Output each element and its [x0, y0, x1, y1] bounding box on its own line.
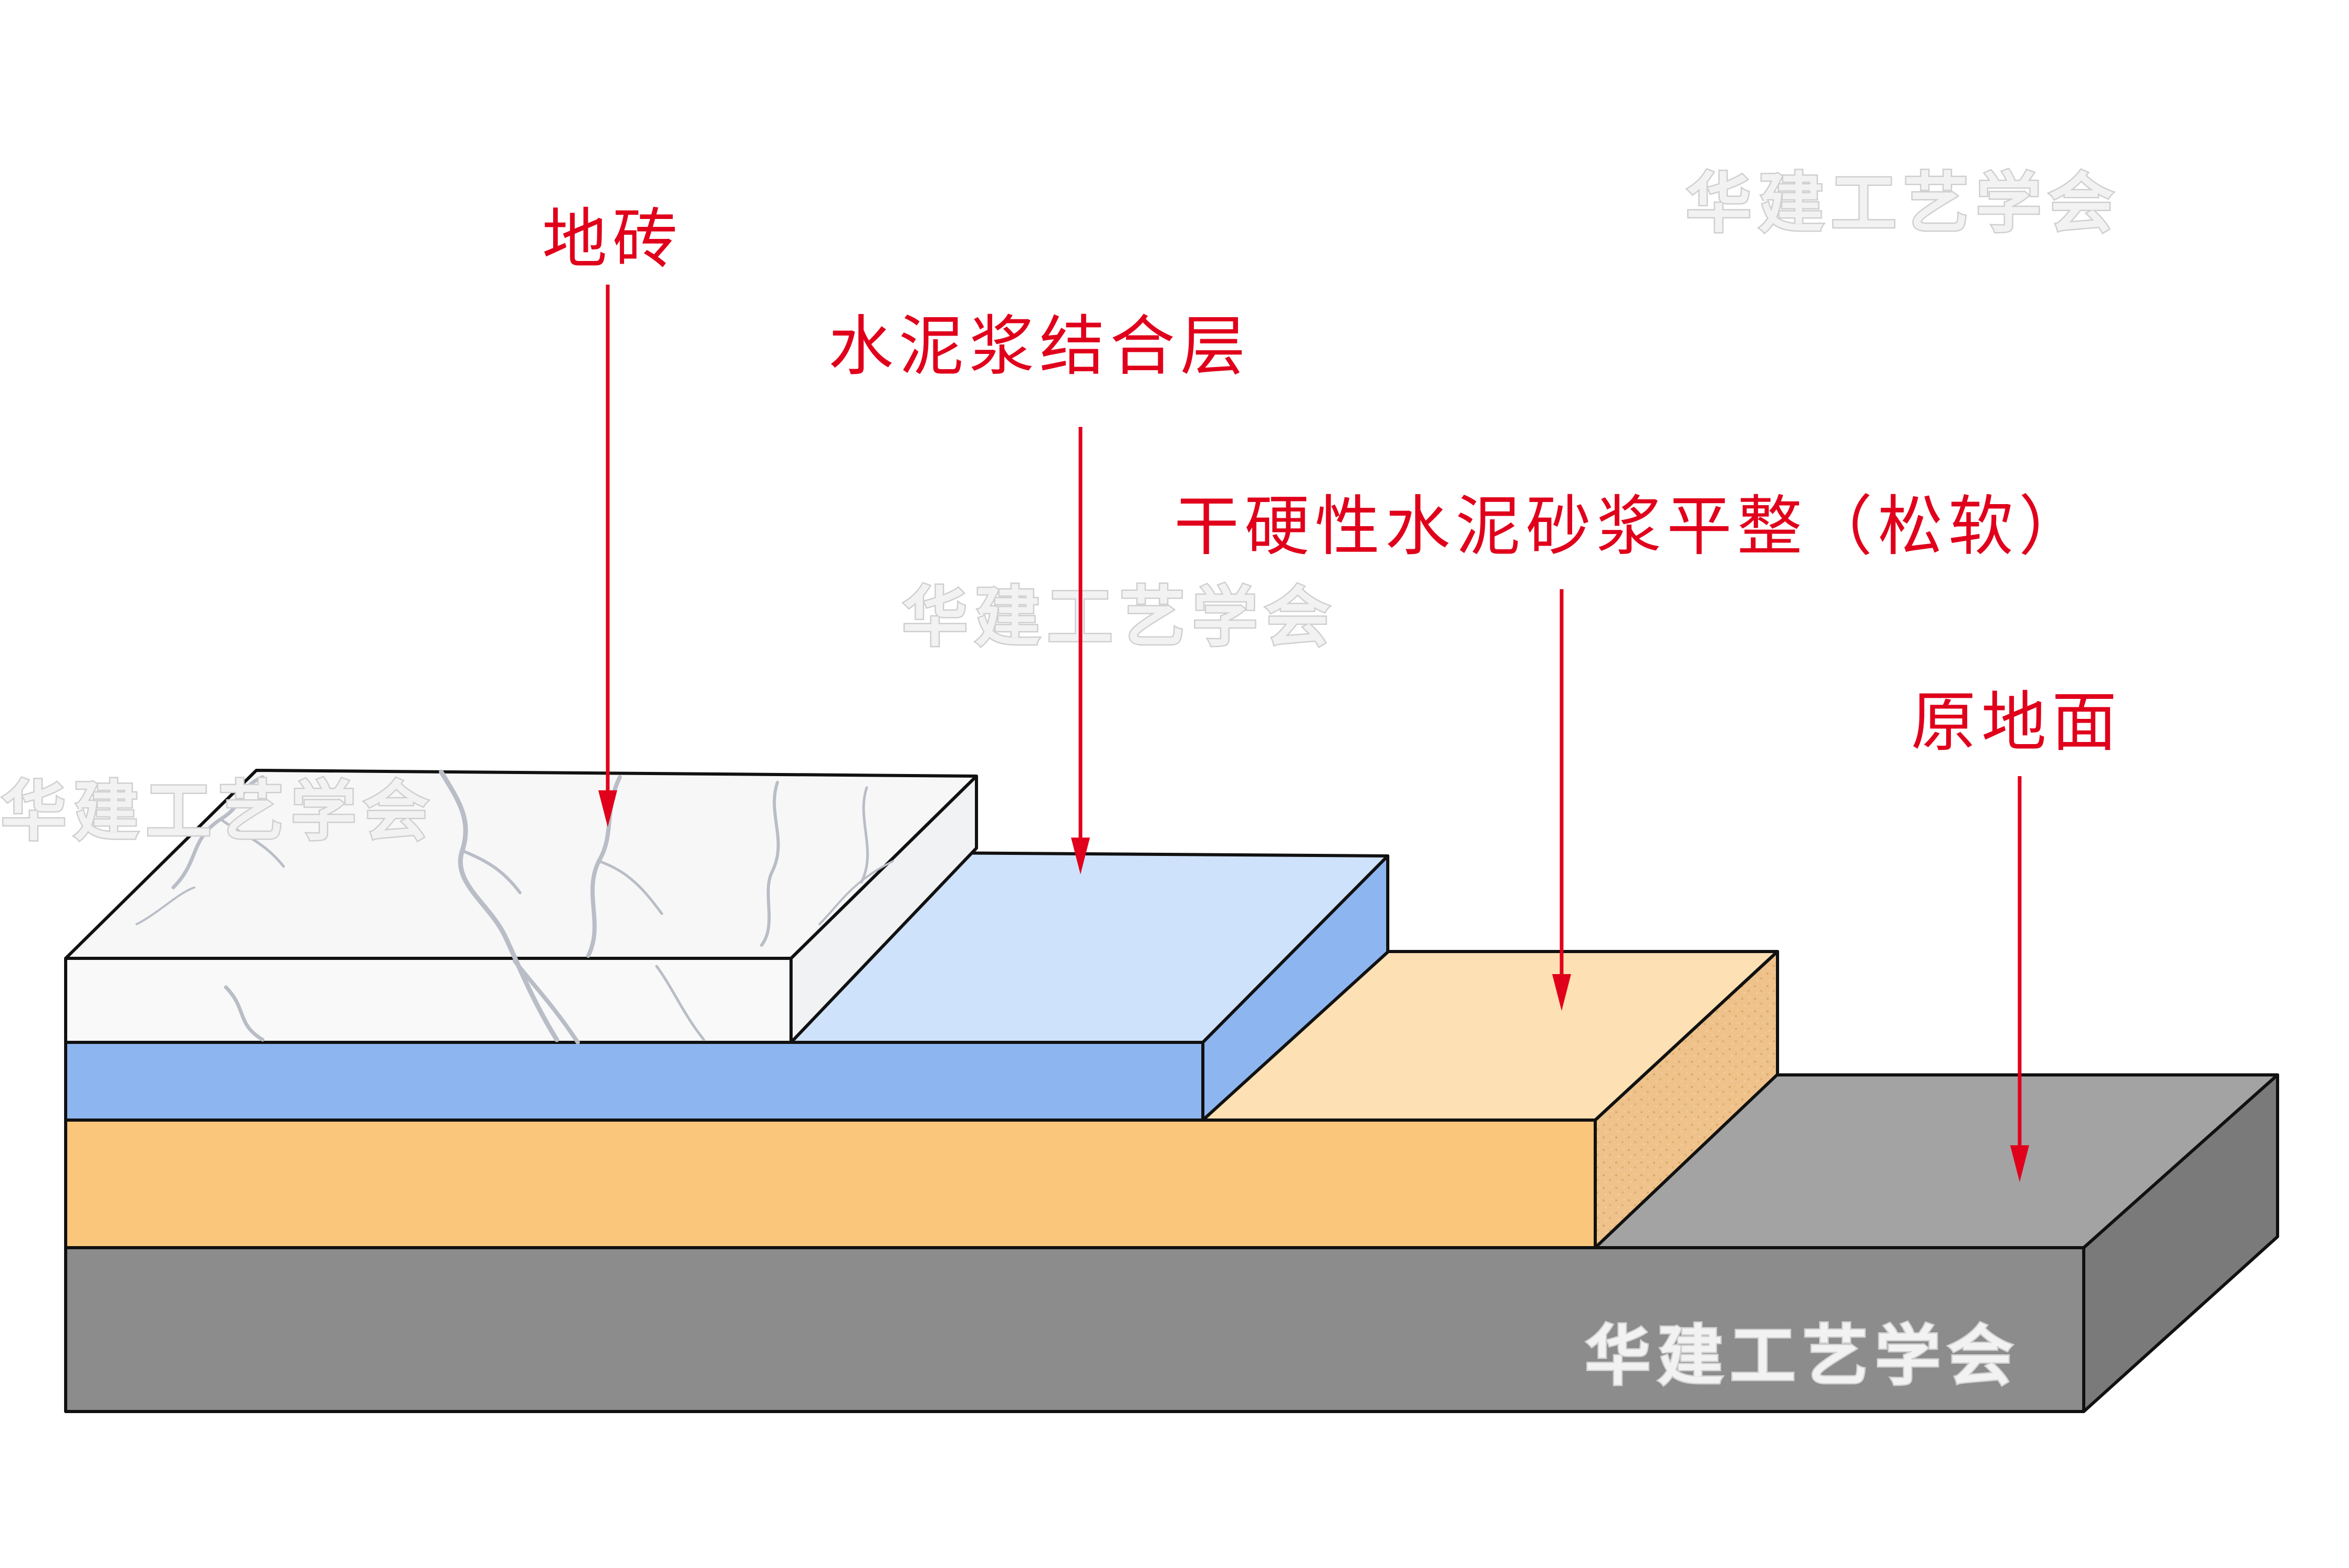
- label-bonding-layer: 水泥浆结合层: [828, 309, 1251, 384]
- leveling-layer-front-face: [64, 1118, 1597, 1249]
- arrow-bonding-layer: [1071, 427, 1090, 874]
- label-tile: 地砖: [542, 202, 683, 277]
- arrow-original-ground: [2010, 776, 2029, 1182]
- watermark-top-right: 华建工艺学会: [1686, 166, 2121, 242]
- label-original-ground: 原地面: [1911, 685, 2122, 760]
- arrow-leveling-layer: [1552, 589, 1571, 1011]
- watermark-bottom: 华建工艺学会: [1585, 1319, 2020, 1394]
- floor-tile-front-face: [64, 957, 793, 1044]
- arrow-tile: [598, 285, 617, 827]
- watermark-middle: 华建工艺学会: [902, 580, 1337, 655]
- watermark-left: 华建工艺学会: [1, 774, 436, 850]
- bonding-layer-front-face: [64, 1041, 1204, 1122]
- label-leveling-layer: 干硬性水泥砂浆平整（松软）: [1174, 489, 2089, 565]
- floor-tile-slab: [64, 769, 978, 1044]
